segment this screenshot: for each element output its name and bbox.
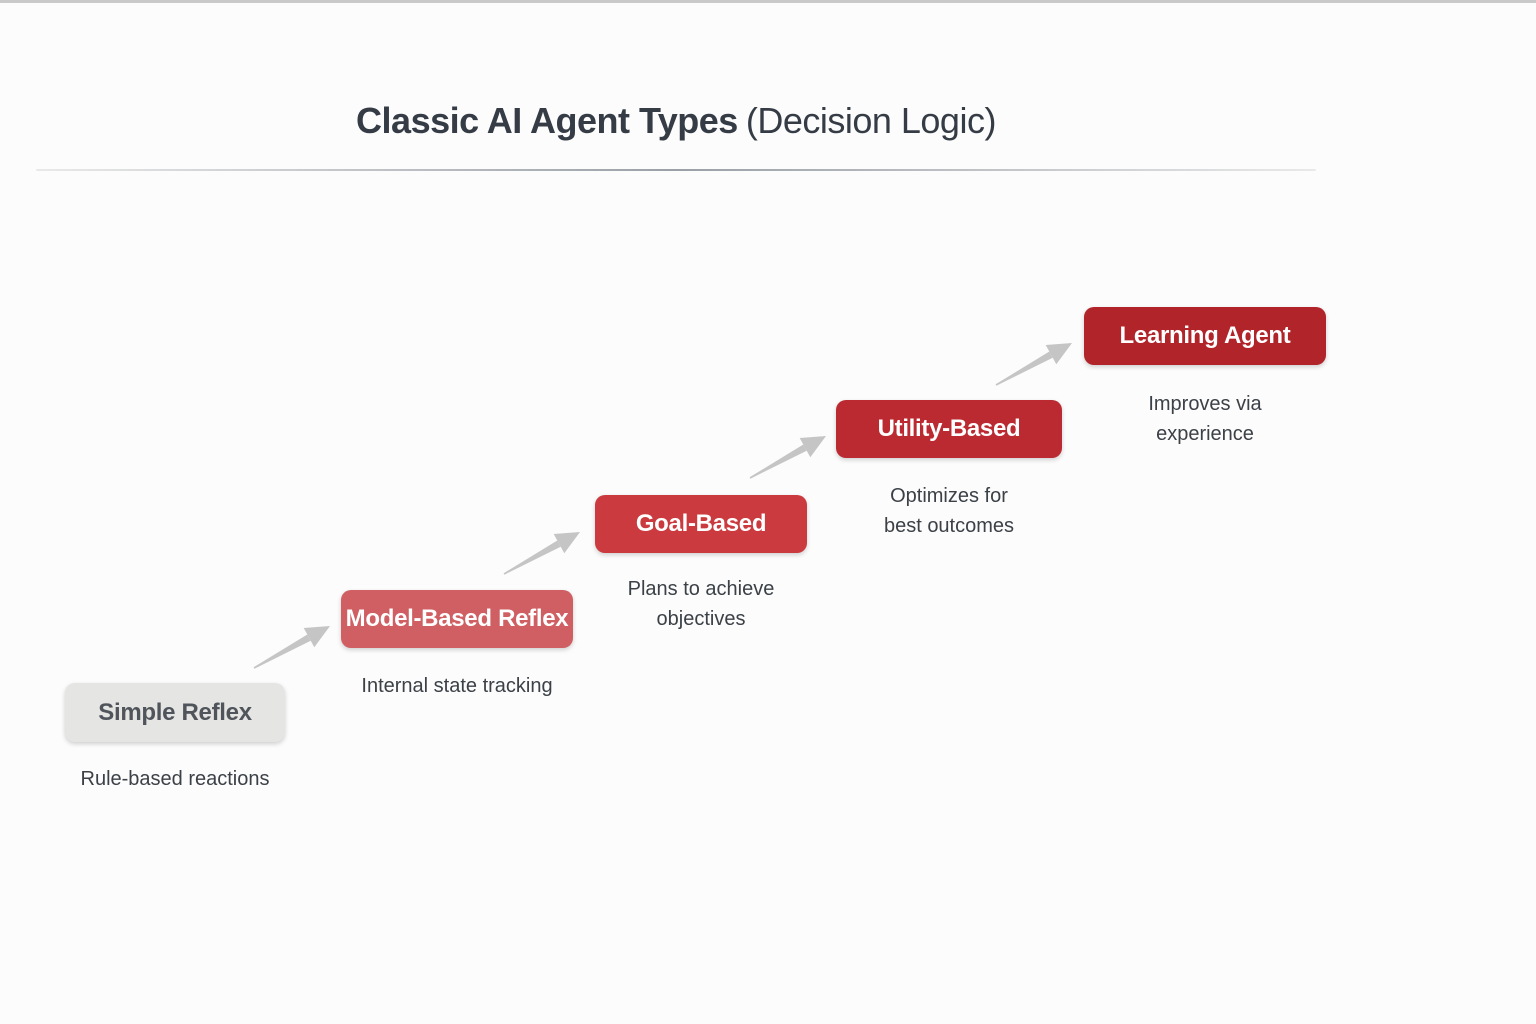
arrow-up-right-icon — [995, 343, 1072, 386]
arrow-shaft — [503, 540, 561, 575]
caption-line: Plans to achieve — [627, 578, 775, 600]
arrow-up-right-icon — [253, 626, 330, 669]
arrow-head — [303, 626, 330, 648]
step-caption-simple-reflex: Rule-based reactions — [45, 764, 305, 794]
arrow-up-right-icon — [503, 532, 580, 575]
caption-line: Rule-based reactions — [80, 768, 270, 790]
step-box-utility-based: Utility-Based — [836, 400, 1062, 458]
step-label: Goal-Based — [635, 510, 767, 537]
step-caption-learning-agent: Improves via experience — [1075, 389, 1335, 449]
arrow-shaft — [749, 444, 807, 479]
step-label: Simple Reflex — [98, 698, 252, 726]
step-label: Utility-Based — [877, 415, 1021, 442]
arrow-up-right-icon — [749, 436, 826, 479]
caption-line: Optimizes for — [890, 485, 1008, 507]
top-border — [0, 0, 1536, 3]
step-caption-goal-based: Plans to achieve objectives — [571, 574, 831, 634]
caption-line: objectives — [656, 608, 746, 630]
step-box-model-based-reflex: Model-Based Reflex — [341, 590, 573, 648]
caption-line: experience — [1156, 423, 1254, 445]
page-title: Classic AI Agent Types(Decision Logic) — [0, 100, 1352, 142]
arrow-shaft — [253, 634, 311, 669]
step-box-simple-reflex: Simple Reflex — [65, 683, 285, 742]
arrow-head — [553, 532, 580, 554]
step-label: Learning Agent — [1119, 322, 1291, 349]
caption-line: Improves via — [1148, 393, 1262, 415]
step-label: Model-Based Reflex — [345, 605, 569, 632]
caption-line: Internal state tracking — [361, 675, 553, 697]
arrow-head — [1045, 343, 1072, 365]
arrow-shaft — [995, 351, 1053, 386]
title-main-text: Classic AI Agent Types — [356, 100, 738, 141]
step-caption-model-based-reflex: Internal state tracking — [327, 671, 587, 701]
caption-line: best outcomes — [883, 515, 1015, 537]
step-box-learning-agent: Learning Agent — [1084, 307, 1326, 365]
arrow-head — [799, 436, 826, 458]
title-divider — [36, 169, 1316, 171]
step-box-goal-based: Goal-Based — [595, 495, 807, 553]
title-sub-text: (Decision Logic) — [745, 100, 997, 141]
step-caption-utility-based: Optimizes for best outcomes — [819, 481, 1079, 541]
